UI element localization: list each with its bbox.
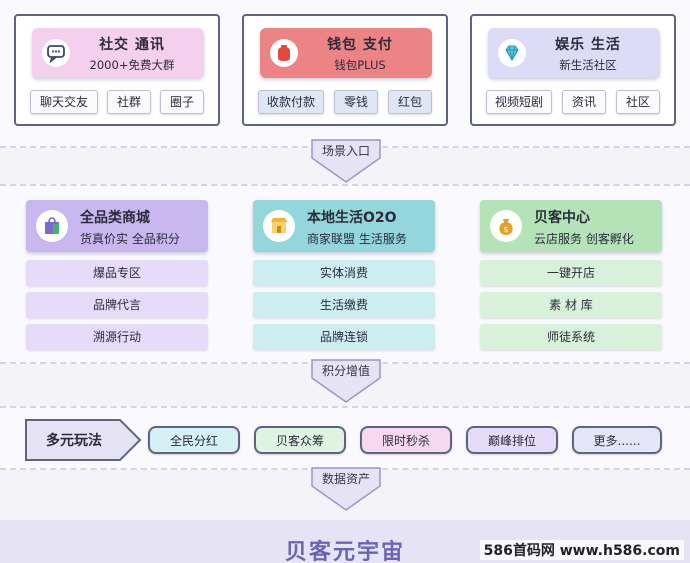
app-subtitle: 钱包PLUS <box>334 58 386 72</box>
chip-community[interactable]: 社群 <box>107 90 151 114</box>
chip-news[interactable]: 资讯 <box>562 90 606 114</box>
column-item-trace[interactable]: 溯源行动 <box>26 324 208 350</box>
app-chips: 收款付款 零钱 红包 <box>258 90 432 114</box>
app-head-wallet: 钱包 支付 钱包PLUS <box>260 28 432 78</box>
chip-red-packet[interactable]: 红包 <box>388 90 432 114</box>
arrow-data-assets: 数据资产 <box>306 466 386 512</box>
arrow-scene-entry: 场景入口 <box>306 138 386 184</box>
arrow-label: 场景入口 <box>321 144 370 158</box>
column-subtitle: 商家联盟 生活服务 <box>307 232 407 246</box>
column-head-mall[interactable]: 全品类商城 货真价实 全品积分 <box>26 200 208 252</box>
column-title: 贝客中心 <box>534 210 590 226</box>
app-title: 娱乐 生活 <box>555 37 621 53</box>
column-subtitle: 云店服务 创客孵化 <box>534 232 634 246</box>
column-item-chain[interactable]: 品牌连锁 <box>253 324 435 350</box>
app-title: 社交 通讯 <box>99 37 165 53</box>
app-card-wallet[interactable]: 钱包 支付 钱包PLUS 收款付款 零钱 红包 <box>242 14 448 126</box>
svg-text:$: $ <box>503 225 508 234</box>
app-chips: 聊天交友 社群 圈子 <box>30 90 204 114</box>
column-head-center[interactable]: $ 贝客中心 云店服务 创客孵化 <box>480 200 662 252</box>
store-icon <box>263 210 295 242</box>
chip-receive-pay[interactable]: 收款付款 <box>258 90 324 114</box>
column-item-brand[interactable]: 品牌代言 <box>26 292 208 318</box>
play-chip-dividend[interactable]: 全民分红 <box>148 426 240 454</box>
app-subtitle: 新生活社区 <box>559 58 617 72</box>
app-subtitle: 2000+免费大群 <box>89 58 175 72</box>
play-chip-more[interactable]: 更多...... <box>572 426 662 454</box>
chat-icon <box>42 39 70 67</box>
footer-title: 贝客元宇宙 <box>284 540 405 563</box>
play-chip-ranking[interactable]: 巅峰排位 <box>466 426 558 454</box>
column-item-mentor[interactable]: 师徒系统 <box>480 324 662 350</box>
app-head-entertainment: 娱乐 生活 新生活社区 <box>488 28 660 78</box>
play-chip-flash-sale[interactable]: 限时秒杀 <box>360 426 452 454</box>
chip-chat[interactable]: 聊天交友 <box>30 90 98 114</box>
watermark: 586首码网 www.h586.com <box>479 540 684 560</box>
chip-short-video[interactable]: 视频短剧 <box>486 90 552 114</box>
play-label-text: 多元玩法 <box>46 433 102 449</box>
column-title: 本地生活O2O <box>307 210 397 226</box>
app-chips: 视频短剧 资讯 社区 <box>486 90 660 114</box>
column-item-bills[interactable]: 生活缴费 <box>253 292 435 318</box>
column-item-material[interactable]: 素 材 库 <box>480 292 662 318</box>
column-head-local[interactable]: 本地生活O2O 商家联盟 生活服务 <box>253 200 435 252</box>
column-item-physical[interactable]: 实体消费 <box>253 260 435 286</box>
column-title: 全品类商城 <box>80 210 150 226</box>
play-chip-crowdfund[interactable]: 贝客众筹 <box>254 426 346 454</box>
arrow-label: 积分增值 <box>321 364 370 378</box>
arrow-points-value: 积分增值 <box>306 358 386 404</box>
diamond-icon <box>498 39 526 67</box>
play-label: 多元玩法 <box>24 418 142 462</box>
app-head-social: 社交 通讯 2000+免费大群 <box>32 28 204 78</box>
chip-community[interactable]: 社区 <box>616 90 660 114</box>
app-card-entertainment[interactable]: 娱乐 生活 新生活社区 视频短剧 资讯 社区 <box>470 14 676 126</box>
shopping-bag-icon <box>36 210 68 242</box>
money-bag-icon: $ <box>490 210 522 242</box>
column-subtitle: 货真价实 全品积分 <box>80 232 180 246</box>
app-title: 钱包 支付 <box>327 37 393 53</box>
chip-change[interactable]: 零钱 <box>334 90 378 114</box>
chip-circle[interactable]: 圈子 <box>160 90 204 114</box>
column-item-open-store[interactable]: 一键开店 <box>480 260 662 286</box>
wallet-icon <box>270 39 298 67</box>
column-item-hot[interactable]: 爆品专区 <box>26 260 208 286</box>
arrow-label: 数据资产 <box>321 472 370 486</box>
app-card-social[interactable]: 社交 通讯 2000+免费大群 聊天交友 社群 圈子 <box>14 14 220 126</box>
